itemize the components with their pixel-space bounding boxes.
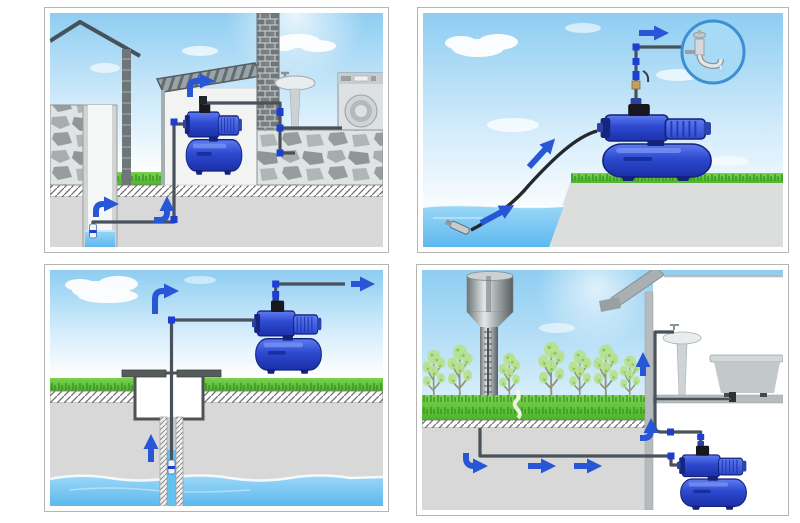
panel-borehole-intake — [44, 264, 389, 512]
flow-arrows — [93, 73, 215, 223]
cloud-icon — [90, 63, 120, 73]
cloud-icon — [182, 46, 218, 56]
open-water — [423, 204, 565, 247]
cloud-icon — [539, 323, 575, 333]
flow-arrow-icon — [154, 196, 175, 223]
flow-arrow-icon — [463, 453, 488, 474]
cloud-icon — [445, 34, 518, 57]
cloud-icon — [65, 276, 138, 303]
well-roof — [50, 19, 141, 185]
cloud-icon — [708, 156, 748, 166]
pedestal-sink — [662, 324, 702, 396]
flow-arrow-icon — [93, 196, 119, 217]
pipes — [89, 96, 342, 239]
tap-inset — [680, 19, 746, 85]
flow-arrow-icon — [479, 205, 515, 226]
bathtub — [709, 354, 783, 397]
stone-wall — [50, 104, 84, 186]
cloud-icon — [487, 118, 539, 132]
flow-arrow-icon — [187, 73, 215, 97]
groundwater — [50, 474, 383, 506]
riser-pipe — [631, 43, 685, 99]
drain-trap — [729, 392, 736, 402]
flow-arrows — [463, 352, 659, 474]
pedestal-sink — [274, 71, 316, 133]
pipes — [167, 280, 345, 475]
panel-water-tower-to-house — [416, 264, 789, 516]
flow-arrow-icon — [526, 138, 556, 170]
flow-arrows — [143, 276, 375, 462]
cloud-icon — [184, 276, 216, 284]
brick-column — [256, 13, 280, 136]
lawn-path — [512, 388, 522, 420]
water-drop-icon — [719, 63, 723, 72]
roof-eave — [599, 297, 621, 312]
flow-arrows — [479, 25, 669, 226]
lawn — [422, 388, 646, 510]
panel-surface-water-intake — [417, 7, 789, 253]
panel-well-to-house — [44, 7, 389, 253]
bank — [547, 181, 783, 247]
stone-wall — [256, 129, 383, 186]
cloud-icon — [565, 23, 601, 33]
pit-caisson — [121, 369, 222, 421]
tap-icon — [685, 30, 724, 72]
foot-strainer — [444, 219, 470, 235]
flow-arrow-icon — [640, 418, 659, 441]
dug-well — [82, 104, 118, 247]
flow-arrow-icon — [152, 283, 179, 314]
washing-machine — [337, 72, 383, 138]
